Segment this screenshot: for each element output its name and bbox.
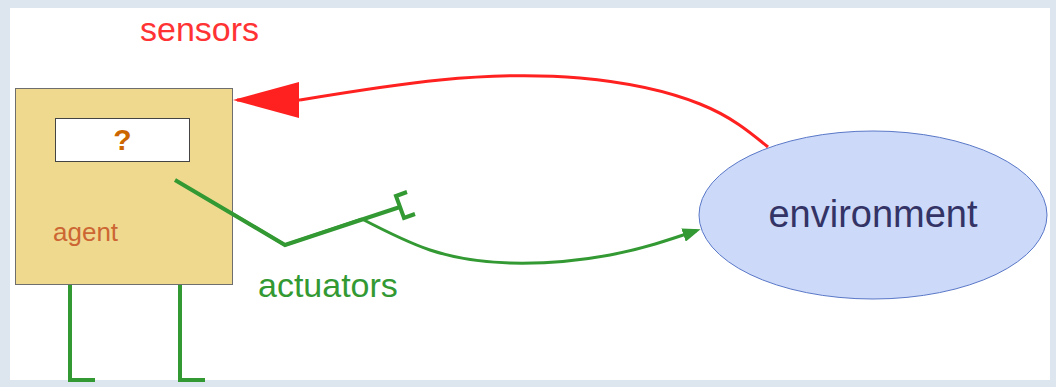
agent-leg xyxy=(70,285,95,380)
agent-body xyxy=(16,89,233,285)
page-ground xyxy=(10,8,1050,380)
unknown-mark: ? xyxy=(113,123,131,158)
environment-shape xyxy=(699,131,1047,299)
actuators-label: actuators xyxy=(258,266,398,305)
sensors-label: sensors xyxy=(140,10,259,49)
agent-box: agent? xyxy=(15,88,233,285)
actuator-gripper xyxy=(396,192,415,218)
sensor-arrow xyxy=(237,76,768,147)
environment-ellipse: environment xyxy=(698,130,1048,300)
actuator-arrow xyxy=(233,214,697,263)
environment-label: environment xyxy=(768,193,977,237)
actuator-arm xyxy=(175,180,400,245)
agent-body-group xyxy=(16,89,233,285)
unknown-box: ? xyxy=(55,118,190,162)
agent-label: agent xyxy=(53,218,118,248)
agent-leg xyxy=(180,285,205,380)
